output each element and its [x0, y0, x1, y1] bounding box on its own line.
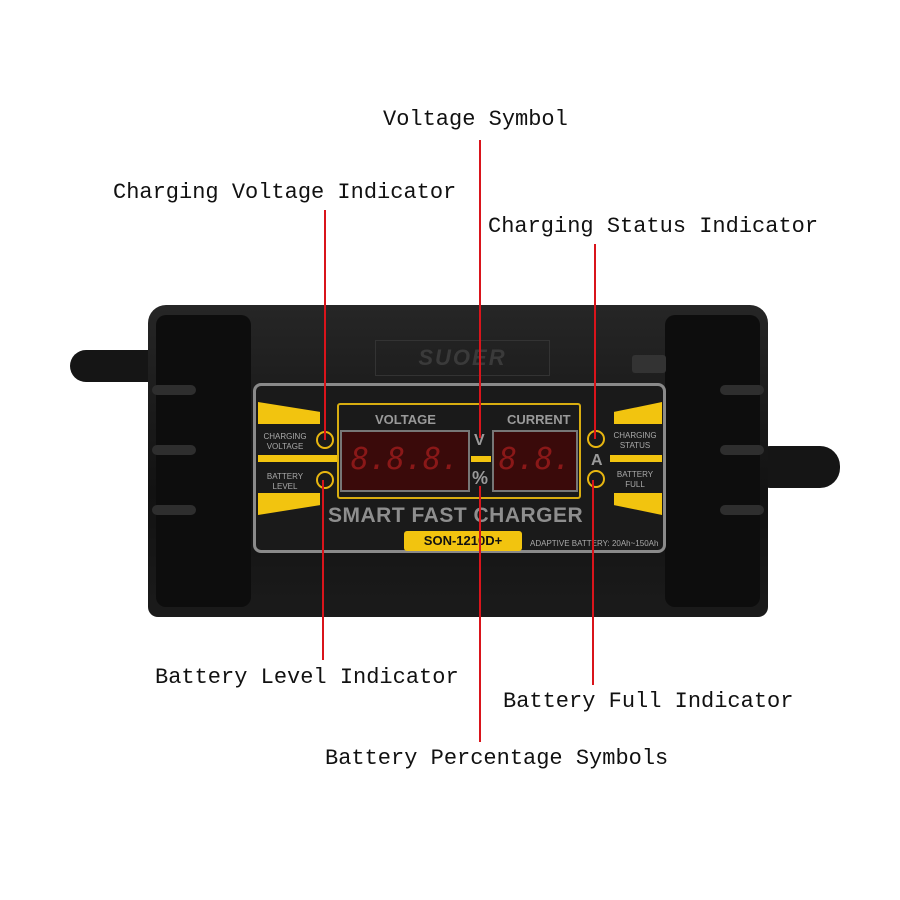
left-grip	[152, 315, 251, 607]
a-symbol: A	[591, 452, 603, 469]
voltage-display: 8.8.8.	[340, 430, 470, 492]
adaptive-battery-text: ADAPTIVE BATTERY: 20Ah~150Ah	[530, 539, 659, 548]
voltage-symbol-label: Voltage Symbol	[383, 107, 568, 132]
battery-full-label: BATTERY FULL	[616, 470, 654, 489]
model-badge: SON-1210D+	[404, 531, 522, 551]
current-header: CURRENT	[507, 412, 571, 427]
percent-symbol: %	[472, 468, 489, 488]
grip-rib	[720, 505, 764, 515]
grip-rib	[152, 445, 196, 455]
display-frame	[337, 403, 581, 499]
charging-status-indicator-label: Charging Status Indicator	[488, 214, 819, 239]
battery-level-label: BATTERY LEVEL	[266, 472, 304, 491]
yellow-accent	[258, 455, 338, 462]
battery-level-line	[322, 480, 324, 660]
charging-status-led	[587, 430, 605, 448]
product-title: SMART FAST CHARGER	[328, 504, 584, 527]
battery-percentage-line	[479, 486, 481, 742]
grip-rib	[152, 505, 196, 515]
power-switch[interactable]	[632, 355, 666, 373]
yellow-accent	[610, 455, 662, 462]
v-symbol: V	[474, 432, 485, 449]
voltage-header: VOLTAGE	[375, 412, 436, 427]
battery-percentage-symbols-label: Battery Percentage Symbols	[325, 746, 669, 771]
grip-rib	[720, 385, 764, 395]
charging-voltage-indicator-label: Charging Voltage Indicator	[113, 180, 457, 205]
brand-logo: SUOER	[375, 340, 550, 376]
charging-voltage-label: CHARGING VOLTAGE	[263, 432, 307, 451]
charging-voltage-line	[324, 210, 326, 440]
battery-full-led	[587, 470, 605, 488]
current-display: 8.8.	[492, 430, 578, 492]
charging-status-label: CHARGING STATUS	[613, 431, 657, 450]
battery-level-led	[316, 471, 334, 489]
battery-full-indicator-label: Battery Full Indicator	[503, 689, 794, 714]
battery-full-line	[592, 480, 594, 685]
yellow-accent	[471, 456, 491, 462]
voltage-symbol-line	[479, 140, 481, 438]
right-grip	[665, 315, 764, 607]
grip-rib	[720, 445, 764, 455]
charging-status-line	[594, 244, 596, 439]
grip-rib	[152, 385, 196, 395]
battery-level-indicator-label: Battery Level Indicator	[155, 665, 459, 690]
